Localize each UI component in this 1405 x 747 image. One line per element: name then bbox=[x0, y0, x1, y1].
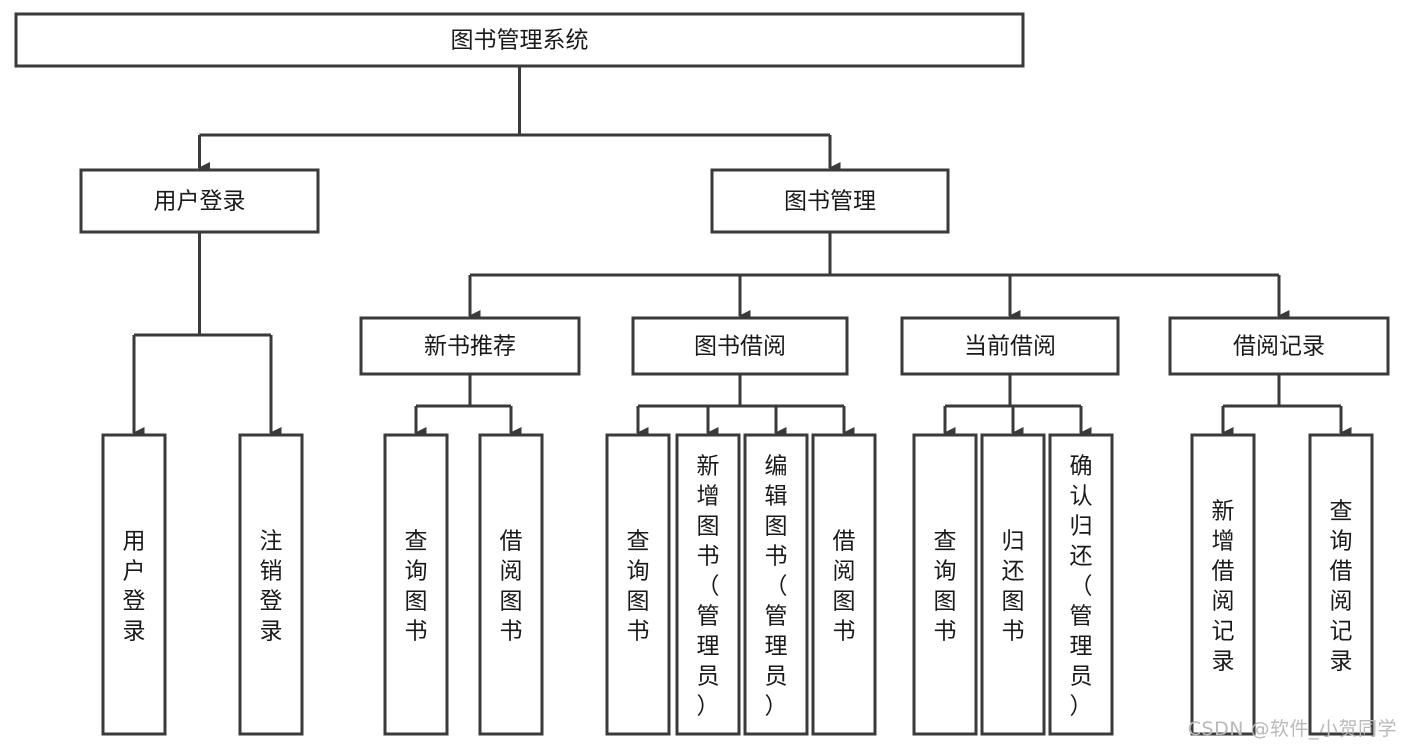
node-leaf-用户登录-u0-label: 用户登录 bbox=[123, 529, 146, 645]
node-leaf-查询借阅记录-g3c1-label: 查询借阅记录 bbox=[1330, 499, 1353, 675]
node-leaf-确认归还管理员-g2c2[interactable]: 确认归还（管理员） bbox=[1048, 433, 1114, 736]
connector-layer bbox=[132, 66, 1352, 439]
node-l2-借阅记录-rect bbox=[1168, 316, 1390, 376]
node-l1-用户登录-rect bbox=[79, 168, 320, 234]
node-leaf-借阅图书-g1c3-label: 借阅图书 bbox=[833, 529, 856, 645]
node-leaf-归还图书-g2c1-rect bbox=[980, 433, 1046, 736]
node-leaf-新增借阅记录-g3c0-rect bbox=[1190, 433, 1256, 736]
node-leaf-新增借阅记录-g3c0-label: 新增借阅记录 bbox=[1212, 499, 1235, 675]
node-leaf-查询借阅记录-g3c1[interactable]: 查询借阅记录 bbox=[1308, 433, 1374, 736]
node-l2-当前借阅-label: 当前借阅 bbox=[964, 334, 1056, 360]
node-leaf-查询图书-g0c0-label: 查询图书 bbox=[405, 529, 428, 645]
node-leaf-查询图书-g1c0-rect bbox=[605, 433, 671, 736]
node-leaf-用户登录-u0-rect bbox=[101, 433, 167, 736]
node-l2-图书借阅-label: 图书借阅 bbox=[694, 334, 786, 360]
node-l1-图书管理-rect bbox=[710, 168, 950, 234]
node-leaf-归还图书-g2c1-label: 归还图书 bbox=[1002, 529, 1025, 645]
node-leaf-新增图书管理员-g1c1-label: 新增图书（管理员） bbox=[697, 454, 720, 720]
node-l2-当前借阅[interactable]: 当前借阅 bbox=[900, 316, 1120, 376]
node-leaf-注销登录-u1-rect bbox=[238, 433, 304, 736]
watermark-text: CSDN @软件_小贺同学 bbox=[1187, 718, 1397, 740]
node-leaf-编辑图书管理员-g1c2-label: 编辑图书（管理员） bbox=[765, 454, 788, 720]
node-l1-图书管理[interactable]: 图书管理 bbox=[710, 168, 950, 234]
node-leaf-注销登录-u1-label: 注销登录 bbox=[260, 529, 283, 645]
node-leaf-查询图书-g0c0[interactable]: 查询图书 bbox=[383, 433, 449, 736]
node-l2-图书借阅-rect bbox=[631, 316, 849, 376]
node-leaf-查询图书-g1c0-label: 查询图书 bbox=[627, 529, 650, 645]
node-l2-新书推荐-label: 新书推荐 bbox=[424, 334, 516, 360]
node-l2-借阅记录[interactable]: 借阅记录 bbox=[1168, 316, 1390, 376]
node-l1-图书管理-label: 图书管理 bbox=[784, 189, 876, 215]
node-l2-新书推荐-rect bbox=[359, 316, 581, 376]
node-leaf-借阅图书-g1c3[interactable]: 借阅图书 bbox=[811, 433, 877, 736]
node-root-图书管理系统-label: 图书管理系统 bbox=[451, 28, 589, 54]
node-root-图书管理系统-rect bbox=[14, 12, 1025, 68]
node-leaf-查询图书-g0c0-rect bbox=[383, 433, 449, 736]
node-leaf-编辑图书管理员-g1c2[interactable]: 编辑图书（管理员） bbox=[743, 433, 809, 736]
node-leaf-查询借阅记录-g3c1-rect bbox=[1308, 433, 1374, 736]
node-l1-用户登录[interactable]: 用户登录 bbox=[79, 168, 320, 234]
node-leaf-查询图书-g2c0-rect bbox=[912, 433, 978, 736]
node-leaf-编辑图书管理员-g1c2-rect bbox=[743, 433, 809, 736]
node-leaf-新增图书管理员-g1c1[interactable]: 新增图书（管理员） bbox=[675, 433, 741, 736]
node-root-图书管理系统[interactable]: 图书管理系统 bbox=[14, 12, 1025, 68]
node-leaf-归还图书-g2c1[interactable]: 归还图书 bbox=[980, 433, 1046, 736]
node-leaf-借阅图书-g0c1-rect bbox=[478, 433, 544, 736]
node-l2-新书推荐[interactable]: 新书推荐 bbox=[359, 316, 581, 376]
node-leaf-借阅图书-g0c1-label: 借阅图书 bbox=[500, 529, 523, 645]
node-leaf-新增借阅记录-g3c0[interactable]: 新增借阅记录 bbox=[1190, 433, 1256, 736]
node-leaf-注销登录-u1[interactable]: 注销登录 bbox=[238, 433, 304, 736]
node-leaf-借阅图书-g1c3-rect bbox=[811, 433, 877, 736]
node-layer: 图书管理系统用户登录图书管理用户登录注销登录新书推荐查询图书借阅图书图书借阅查询… bbox=[14, 12, 1390, 736]
node-l2-当前借阅-rect bbox=[900, 316, 1120, 376]
node-l2-借阅记录-label: 借阅记录 bbox=[1233, 334, 1325, 360]
node-l2-图书借阅[interactable]: 图书借阅 bbox=[631, 316, 849, 376]
node-leaf-确认归还管理员-g2c2-rect bbox=[1048, 433, 1114, 736]
node-leaf-查询图书-g2c0[interactable]: 查询图书 bbox=[912, 433, 978, 736]
node-leaf-用户登录-u0[interactable]: 用户登录 bbox=[101, 433, 167, 736]
node-leaf-确认归还管理员-g2c2-label: 确认归还（管理员） bbox=[1070, 454, 1093, 720]
node-leaf-借阅图书-g0c1[interactable]: 借阅图书 bbox=[478, 433, 544, 736]
node-l1-用户登录-label: 用户登录 bbox=[154, 189, 246, 215]
node-leaf-查询图书-g2c0-label: 查询图书 bbox=[934, 529, 957, 645]
node-leaf-新增图书管理员-g1c1-rect bbox=[675, 433, 741, 736]
node-leaf-查询图书-g1c0[interactable]: 查询图书 bbox=[605, 433, 671, 736]
